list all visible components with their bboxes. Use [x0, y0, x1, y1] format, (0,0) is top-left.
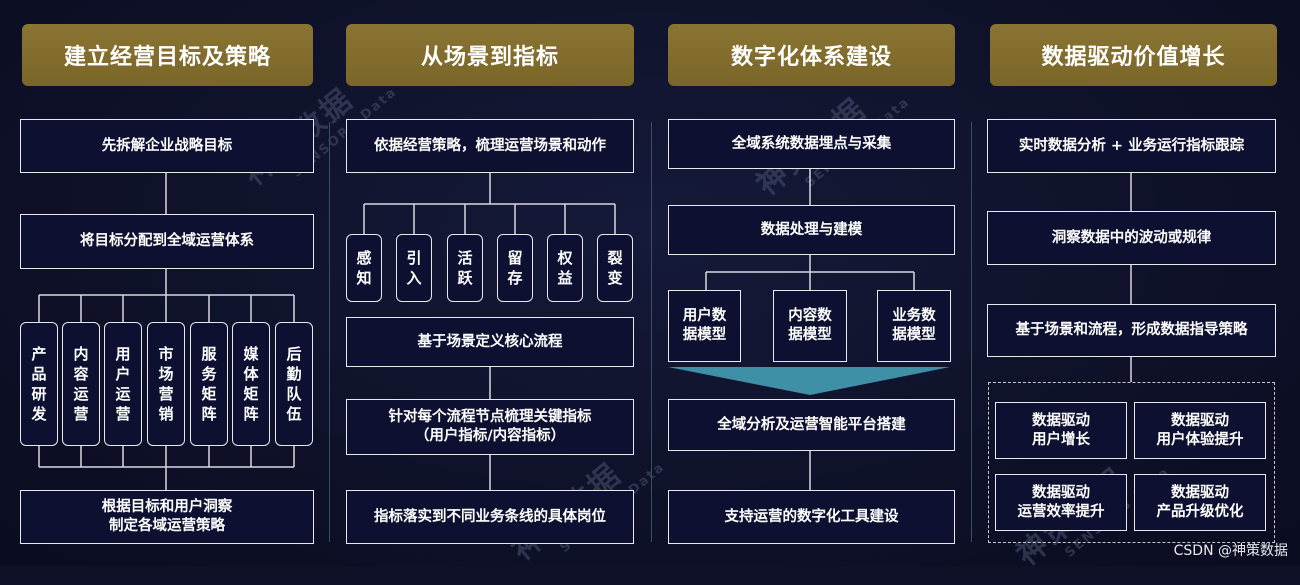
column-divider — [651, 122, 652, 542]
col4-box-realtime-analysis: 实时数据分析 + 业务运行指标跟踪 — [987, 119, 1276, 173]
col4-dashed-group — [988, 382, 1275, 543]
col1-item: 市场营销 — [147, 322, 185, 446]
col1-box-strategy: 根据目标和用户洞察 制定各域运营策略 — [20, 490, 314, 544]
column-divider — [329, 122, 330, 542]
col4-grid-item: 数据驱动用户体验提升 — [1134, 402, 1266, 459]
col2-item: 留存 — [497, 234, 533, 302]
col4-box-insight: 洞察数据中的波动或规律 — [987, 211, 1276, 265]
col2-box-metrics-to-roles: 指标落实到不同业务条线的具体岗位 — [346, 490, 634, 544]
col2-box-scenes: 依据经营策略，梳理运营场景和动作 — [346, 119, 634, 173]
col1-item: 服务矩阵 — [190, 322, 228, 446]
col2-item: 引入 — [396, 234, 432, 302]
col1-item: 内容运营 — [62, 322, 100, 446]
col3-box-digital-tools: 支持运营的数字化工具建设 — [668, 490, 955, 544]
col3-box-data-collection: 全域系统数据埋点与采集 — [668, 119, 955, 169]
col4-box-guidance-strategy: 基于场景和流程，形成数据指导策略 — [987, 304, 1276, 357]
background — [0, 0, 1300, 566]
col2-item: 感知 — [346, 234, 382, 302]
column-divider — [971, 122, 972, 542]
col1-item: 用户运营 — [104, 322, 142, 446]
header-digital-system: 数字化体系建设 — [668, 24, 955, 86]
col4-grid-item: 数据驱动用户增长 — [995, 402, 1127, 459]
col1-box-decompose-goal: 先拆解企业战略目标 — [20, 119, 314, 173]
down-arrow-icon — [668, 367, 950, 395]
col3-box-platform: 全域分析及运营智能平台搭建 — [668, 399, 955, 451]
col1-item: 媒体矩阵 — [232, 322, 270, 446]
col1-box-allocate-goal: 将目标分配到全域运营体系 — [20, 214, 314, 269]
footer-credit: CSDN @神策数据 — [1173, 543, 1288, 559]
col2-item: 裂变 — [597, 234, 633, 302]
col2-box-key-metrics: 针对每个流程节点梳理关键指标 （用户指标/内容指标） — [346, 399, 634, 455]
col2-item: 权益 — [547, 234, 583, 302]
col3-model-business: 业务数据模型 — [877, 290, 951, 362]
header-strategy: 建立经营目标及策略 — [22, 24, 313, 86]
col4-grid-item: 数据驱动运营效率提升 — [995, 474, 1127, 531]
col3-model-content: 内容数据模型 — [773, 290, 847, 362]
connector-lines — [38, 169, 1132, 490]
col3-model-user: 用户数据模型 — [668, 290, 741, 362]
col2-box-core-process: 基于场景定义核心流程 — [346, 317, 634, 367]
col1-item: 产品研发 — [20, 322, 58, 446]
col1-item: 后勤队伍 — [275, 322, 313, 446]
header-data-driven-growth: 数据驱动价值增长 — [990, 24, 1277, 86]
col4-grid-item: 数据驱动产品升级优化 — [1134, 474, 1266, 531]
col3-box-data-modeling: 数据处理与建模 — [668, 205, 955, 255]
header-scene-to-metric: 从场景到指标 — [346, 24, 634, 86]
col2-item: 活跃 — [447, 234, 483, 302]
